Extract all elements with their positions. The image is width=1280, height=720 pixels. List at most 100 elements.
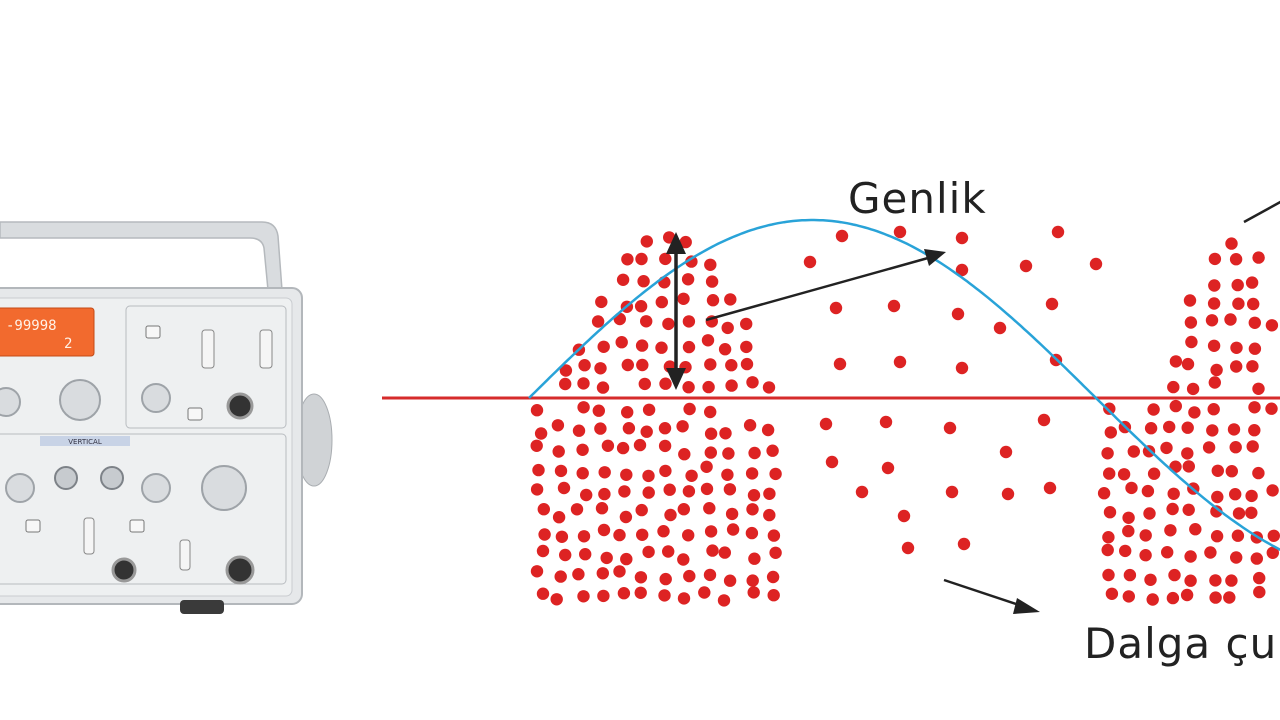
particle-dot [536,587,550,600]
particle-dot [835,229,849,243]
particle-dot [1139,529,1152,542]
particle-dot [1097,487,1111,500]
particle-dot [1267,529,1280,542]
particle-dot [1051,225,1065,239]
particle-dot [724,293,737,306]
particle-dot [634,571,648,584]
particle-dot [829,301,843,315]
level-knob[interactable] [141,383,171,413]
particle-dot [619,510,633,524]
particle-dot [700,482,714,496]
particle-dot [825,455,839,469]
particle-dot [655,341,668,354]
particle-dot [577,530,591,543]
particle-dot [1209,574,1222,587]
particle-dot [1245,276,1259,289]
particle-dot [1119,544,1132,558]
position-knob-3[interactable] [141,473,171,503]
particle-dot [1141,484,1155,498]
particle-dot [638,377,651,391]
particle-dot [637,275,650,288]
particle-dot [600,551,613,565]
particle-dot [1182,460,1196,473]
trigger-switch[interactable] [201,329,215,369]
particle-dot [819,417,833,431]
particle-dot [1182,503,1195,516]
mode-switch[interactable] [179,539,191,571]
particle-dot [577,401,590,414]
particle-dot [552,445,565,458]
fine-adj-button[interactable] [145,325,161,339]
bnc-connector-ext[interactable] [226,392,254,420]
var-knob-1[interactable] [54,466,78,490]
particle-dot [1207,297,1221,310]
particle-dot [726,523,740,536]
particle-dot [1208,279,1221,292]
particle-dot [677,592,691,605]
ch1-button[interactable] [25,519,41,533]
particle-dot [659,572,672,586]
particle-dot [1232,507,1246,520]
particle-dot [1230,551,1243,564]
particle-dot [576,443,589,456]
particle-dot [1147,467,1161,480]
display-reading-1: -99998 [6,318,57,334]
particle-dot [702,380,715,394]
particle-dot [597,523,611,537]
trough-label: Dalga çu [1084,619,1277,668]
particle-dot [999,445,1013,459]
particle-dot [635,252,648,266]
position-knob-2[interactable] [5,473,35,503]
volts-div-knob[interactable] [201,465,247,511]
particle-dot [748,552,761,565]
particle-dot [761,423,775,437]
bnc-connector-ch1[interactable] [111,557,137,583]
particle-dot [636,358,649,372]
particle-dot [1185,335,1198,349]
particle-dot [855,485,869,499]
particle-dot [677,503,690,516]
particle-dot [559,548,572,562]
particle-dot [1146,593,1159,606]
bnc-connector-ch2[interactable] [225,555,255,585]
timebase-knob[interactable] [59,379,101,421]
particle-dot [897,509,911,523]
particle-dot [577,590,590,603]
source-switch[interactable] [259,329,273,369]
particle-dot [1209,591,1222,604]
particle-dot [658,589,671,602]
particle-dot [1245,506,1258,519]
particle-dot [1253,585,1266,599]
particle-dot [957,537,971,551]
particle-dot [1206,424,1219,437]
particle-dot [683,402,696,416]
particle-dot [534,427,548,440]
particle-dot [1019,259,1033,273]
position-knob-1[interactable] [0,387,21,417]
particle-dot [536,544,550,558]
particle-dot [594,422,607,435]
device-foot [180,600,224,614]
particle-dot [642,469,655,483]
particle-dot [703,502,716,515]
particle-dot [1181,447,1194,460]
var-knob-2[interactable] [100,466,124,490]
particle-dot [1204,546,1217,559]
particle-dot [706,294,720,307]
coupling-switch[interactable] [83,517,95,555]
particle-dot [1252,251,1265,264]
slope-button[interactable] [187,407,203,421]
vertical-section-label: VERTICAL [68,438,102,446]
particle-dot [676,420,689,433]
particle-dot [640,315,653,328]
ch2-button[interactable] [129,519,145,533]
particle-dot [595,295,608,309]
particle-dot [955,361,969,375]
oscilloscope-handle [0,221,283,291]
particle-dot [658,422,672,435]
particle-dot [559,377,572,391]
particle-dot [881,461,895,475]
particle-dot [682,485,696,498]
particle-dot [993,321,1007,335]
particle-dot [1229,441,1242,454]
